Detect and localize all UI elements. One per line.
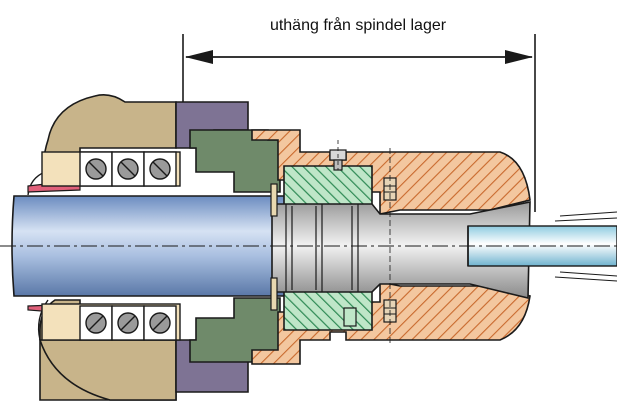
bearing-ball-icon [149, 158, 171, 180]
bearing-ball-icon [117, 312, 139, 334]
spindle-shaft [11, 195, 291, 297]
bearing-ball-icon [117, 158, 139, 180]
collet-body [271, 201, 531, 300]
bearing-ball-icon [149, 312, 171, 334]
collet [283, 165, 373, 331]
retaining-ring-bottom [270, 277, 278, 311]
dimension-label: uthäng från spindel lager [270, 16, 447, 34]
bearing-bottom [41, 303, 181, 341]
dimension-group: uthäng från spindel lager [182, 16, 536, 212]
dimension-arrow-icon [505, 50, 533, 64]
retaining-ring-top [270, 183, 278, 217]
dimension-arrow-icon [185, 50, 213, 64]
bearing-top [41, 151, 181, 187]
bearing-ball-icon [85, 158, 107, 180]
bearing-ball-icon [85, 312, 107, 334]
key-icon [343, 307, 357, 327]
